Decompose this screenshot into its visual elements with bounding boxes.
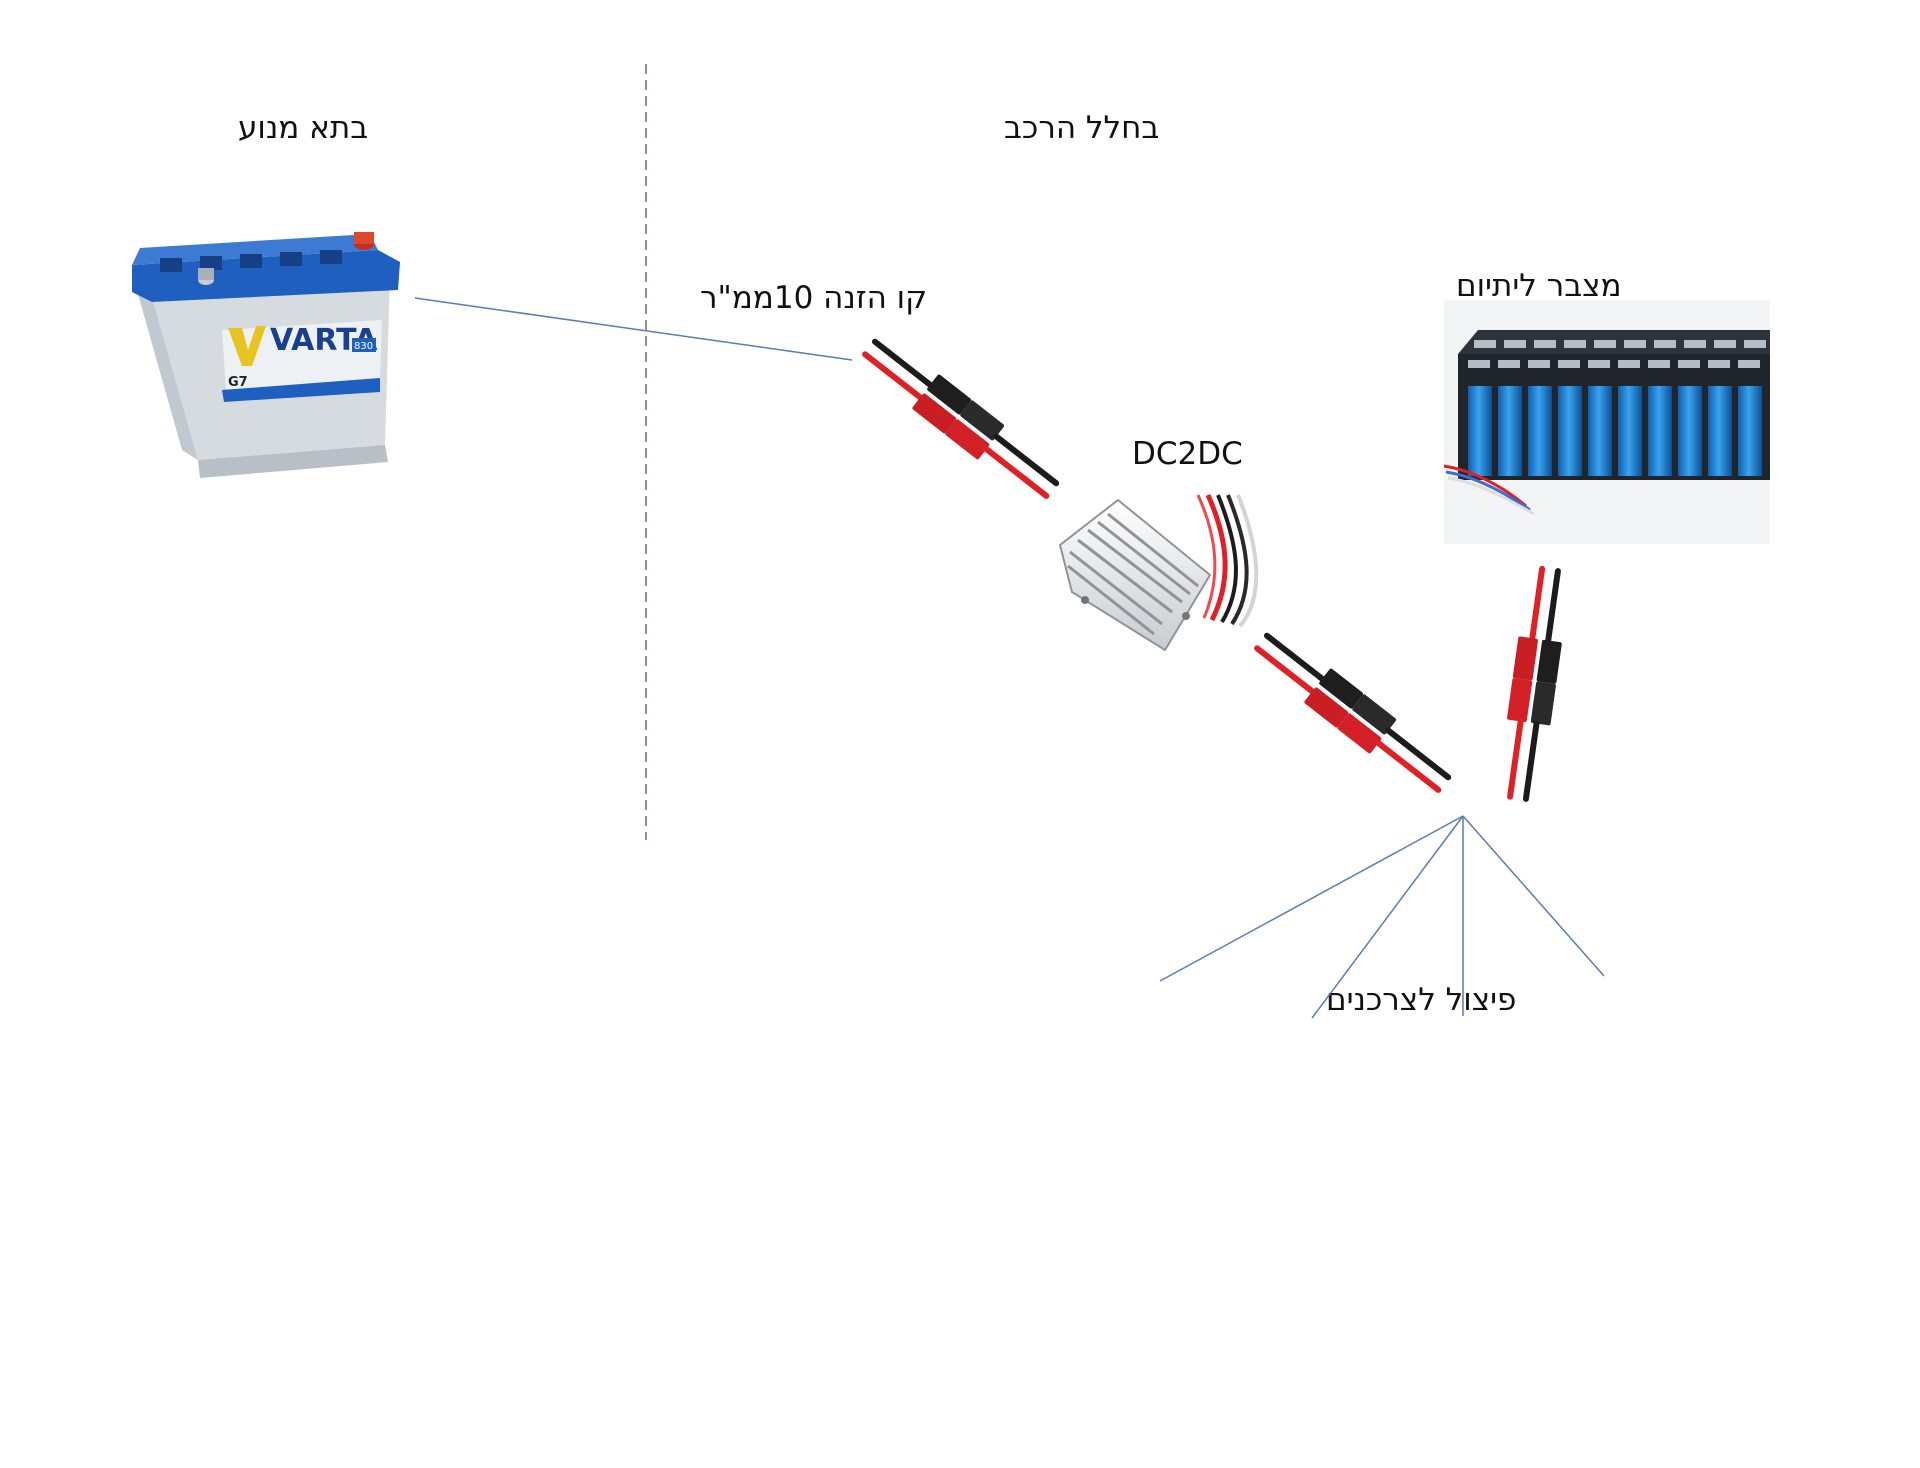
label-lithium-battery: מצבר ליתיום (1456, 268, 1622, 304)
dc2dc-converter-icon (1058, 493, 1259, 652)
feed-line (414, 297, 853, 361)
anderson-connector-2 (1248, 625, 1456, 801)
label-cabin: בחלל הרכב (1004, 110, 1160, 146)
label-dc2dc: DC2DC (1132, 436, 1243, 472)
car-battery-icon: VARTA G7 830 (132, 232, 400, 478)
label-engine-bay: בתא מנוע (238, 110, 369, 146)
distribution-lines (1159, 815, 1605, 1019)
lithium-battery-icon (1443, 300, 1770, 544)
car-battery-code: 830 (354, 341, 373, 352)
label-distribution: פיצול לצרכנים (1326, 982, 1517, 1018)
car-battery-model: G7 (228, 375, 248, 390)
anderson-connector-3 (1496, 567, 1572, 801)
label-feed-line: קו הזנה 10ממ"ר (700, 280, 928, 316)
anderson-connector-1 (856, 331, 1064, 507)
